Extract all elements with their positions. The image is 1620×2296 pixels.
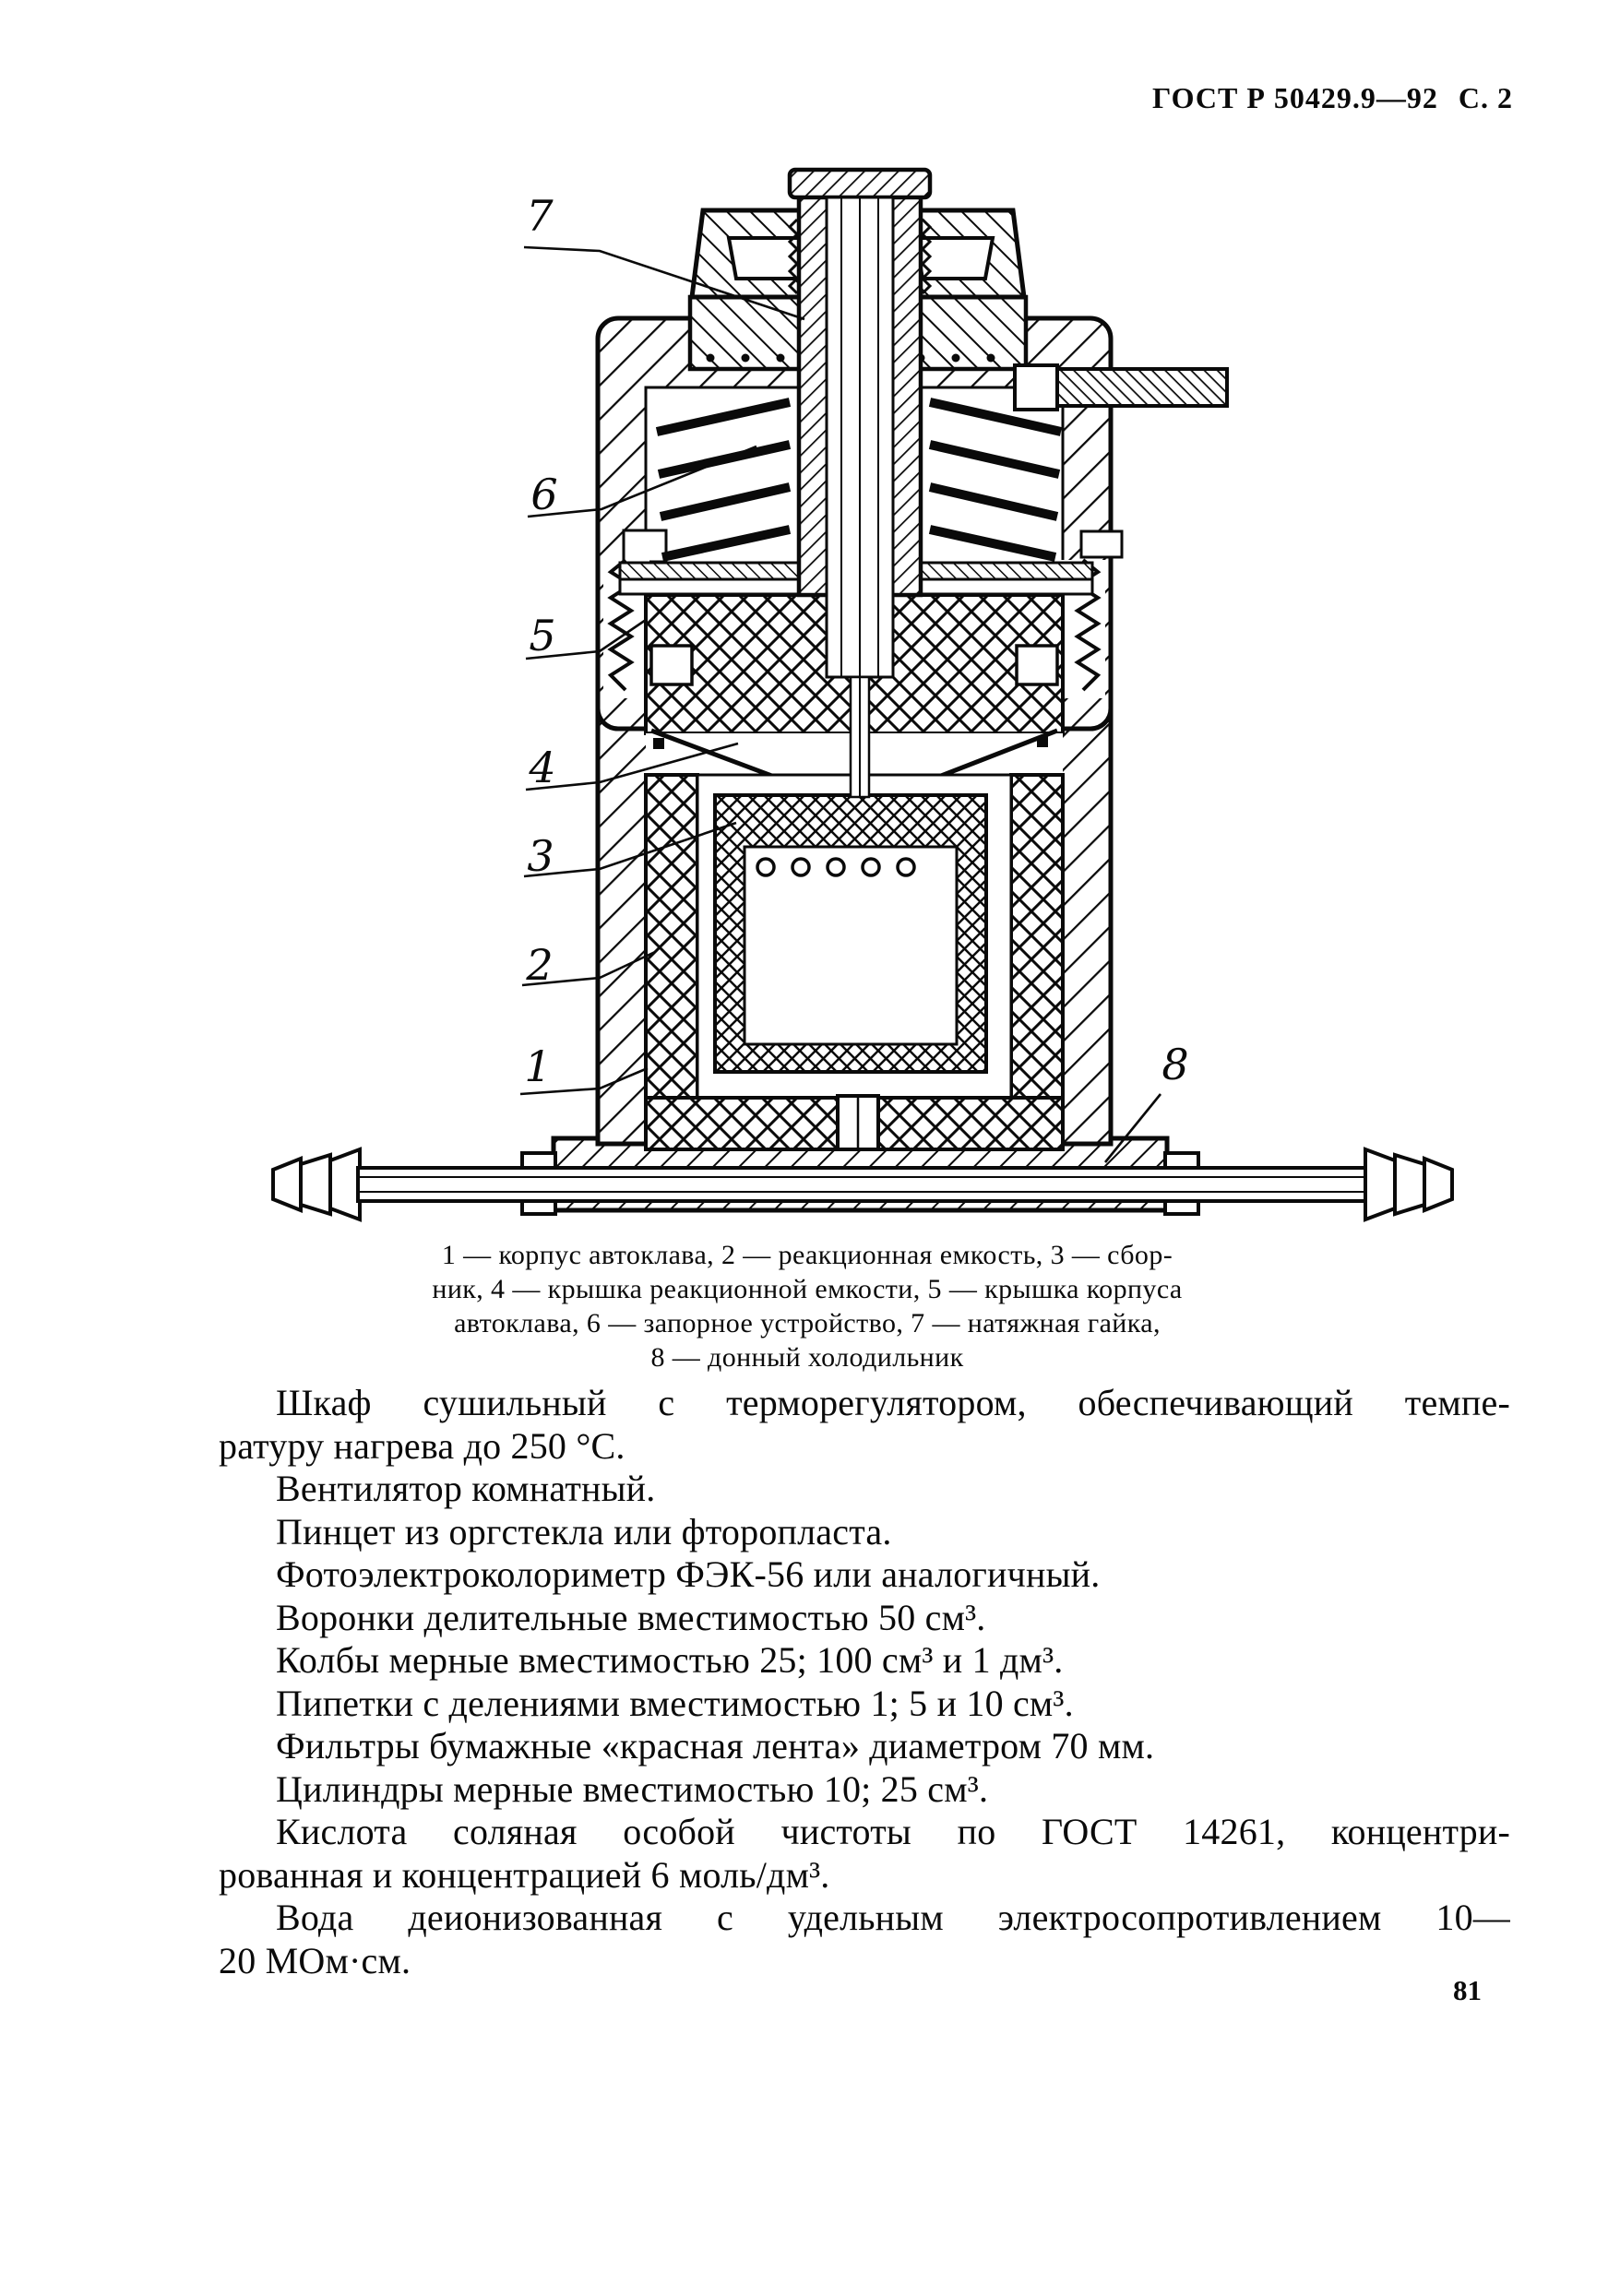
callout-number-6: 6 — [530, 470, 557, 519]
figure-caption: 1 — корпус автоклава, 2 — реакционная ем… — [277, 1238, 1338, 1374]
body-text-line: 20 МОм·см. — [219, 1939, 411, 1981]
callout-number-1: 1 — [524, 1041, 551, 1091]
callout-number-5: 5 — [529, 611, 555, 660]
body-text-line: ратуру нагрева до 250 °С. — [219, 1424, 625, 1467]
body-text-line: Шкаф сушильный с терморегулятором, обесп… — [276, 1382, 1510, 1423]
callout-leader-5 — [525, 618, 647, 660]
body-text-line: Вода деионизованная с удельным электросо… — [276, 1897, 1510, 1938]
body-text-line: Пинцет из оргстекла или фторопласта. — [276, 1510, 892, 1552]
body-text-line: Кислота соляная особой чистоты по ГОСТ 1… — [276, 1811, 1510, 1852]
callout-leader-7 — [523, 245, 805, 321]
collector-beaker — [713, 793, 988, 1074]
side-screw-stud — [1013, 363, 1229, 411]
callout-leader-8 — [1103, 1093, 1162, 1163]
page-number: 81 — [1453, 1974, 1482, 2006]
callout-number-3: 3 — [527, 831, 554, 881]
body-text-line: Колбы мерные вместимостью 25; 100 см³ и … — [276, 1639, 1064, 1681]
body-text-line: Фотоэлектроколориметр ФЭК-56 или аналоги… — [276, 1553, 1101, 1595]
figure-callouts: 7 6 5 4 3 2 1 8 — [519, 191, 1189, 1163]
body-text-line: рованная и концентрацией 6 моль/дм³. — [219, 1853, 830, 1896]
central-stem — [787, 167, 933, 799]
body-text-line: Фильтры бумажные «красная лента» диаметр… — [276, 1725, 1155, 1767]
body-text: Шкаф сушильный с терморегулятором, обесп… — [219, 1382, 1510, 1982]
callout-number-7: 7 — [526, 191, 554, 241]
callout-leader-1 — [519, 1066, 649, 1096]
caption-line: 1 — корпус автоклава, 2 — реакционная ем… — [441, 1240, 1173, 1270]
callout-leader-6 — [527, 445, 757, 518]
body-text-line: Воронки делительные вместимостью 50 см³. — [276, 1596, 986, 1638]
page-marker: С. 2 — [1458, 81, 1513, 114]
caption-line: автоклава, 6 — запорное устройство, 7 — … — [454, 1308, 1161, 1338]
page-header: ГОСТ Р 50429.9—92 С. 2 — [1152, 81, 1513, 115]
body-text-line: Цилиндры мерные вместимостью 10; 25 см³. — [276, 1767, 989, 1810]
caption-line: ник, 4 — крышка реакционной емкости, 5 —… — [432, 1274, 1183, 1304]
callout-number-4: 4 — [528, 743, 555, 792]
body-text-line: Пипетки с делениями вместимостью 1; 5 и … — [276, 1682, 1074, 1724]
callout-number-2: 2 — [525, 940, 553, 990]
callout-leader-4 — [525, 742, 739, 791]
callout-number-8: 8 — [1161, 1040, 1188, 1089]
caption-line: 8 — донный холодильник — [650, 1342, 964, 1373]
callout-leader-2 — [521, 950, 656, 987]
standard-number: ГОСТ Р 50429.9—92 — [1152, 81, 1438, 114]
body-text-line: Вентилятор комнатный. — [276, 1468, 656, 1509]
callout-leader-3 — [523, 821, 737, 878]
